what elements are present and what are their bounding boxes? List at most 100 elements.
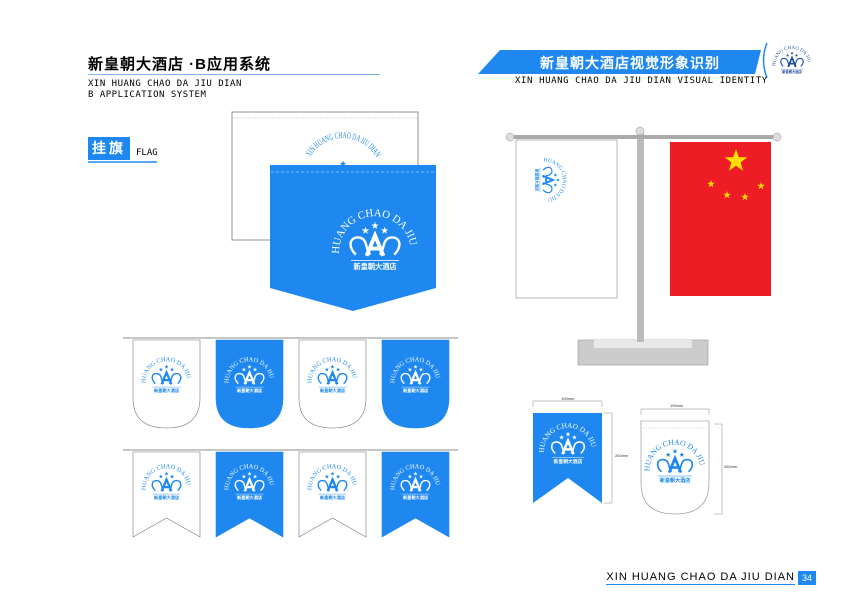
logo-letter-a (326, 476, 339, 492)
logo-name-cn: 新皇朝大酒店 (660, 477, 691, 484)
title-divider (88, 74, 380, 75)
star-icon (665, 452, 671, 458)
logo-name-cn: 新皇朝大酒店 (237, 494, 263, 501)
logo-name-cn: 新皇朝大酒店 (154, 387, 180, 394)
stand-base-top (594, 340, 692, 348)
star-icon (559, 434, 565, 440)
logo-name-cn: 新皇朝大酒店 (554, 458, 583, 465)
dimension-width-b: 190mm (670, 403, 684, 408)
star-icon (672, 448, 678, 454)
banner-subtitle: XIN HUANG CHAO DA JIU DIAN VISUAL IDENTI… (515, 76, 768, 86)
logo-letter-a (542, 174, 556, 186)
rounded-pennant (381, 339, 450, 429)
star-icon (371, 221, 379, 229)
star-icon (252, 367, 258, 372)
pole-finial (505, 132, 515, 142)
page-title: 新皇朝大酒店 ·B应用系统 (88, 56, 271, 73)
stand-pole (637, 132, 644, 342)
page-number: 34 (798, 571, 816, 585)
dimension-height-b: 260mm (724, 464, 738, 469)
logo-letter-a (243, 369, 256, 385)
logo-letter-a (409, 476, 422, 492)
logo-letter-a (787, 55, 797, 68)
national-flag (670, 142, 771, 296)
star-icon (741, 193, 749, 201)
dimension-line (532, 400, 603, 407)
logo-letter-a (667, 454, 683, 474)
logo-letter-a (561, 437, 575, 455)
star-icon (247, 364, 252, 369)
rounded-pennant (215, 339, 284, 429)
logo-letter-a (364, 230, 386, 257)
logo-name-cn: 新皇朝大酒店 (403, 494, 429, 501)
logo-letter-a (243, 476, 256, 492)
star-icon (794, 53, 799, 57)
star-icon (413, 364, 418, 369)
star-icon (324, 474, 330, 479)
dimension-height-a: 260mm (615, 453, 629, 458)
star-icon (330, 471, 335, 476)
star-icon (553, 173, 558, 177)
stand-crossbar (508, 135, 780, 139)
logo-letter-a (160, 369, 173, 385)
star-icon (330, 364, 335, 369)
star-icon (241, 474, 247, 479)
logo-name-cn: 新皇朝大酒店 (320, 494, 346, 501)
spec-pennant-notched (533, 413, 602, 503)
subtitle-line2: B APPLICATION SYSTEM (88, 90, 207, 100)
section-title-en: FLAG (136, 148, 158, 158)
star-icon (158, 367, 164, 372)
star-icon (679, 452, 685, 458)
star-icon (556, 178, 560, 182)
star-icon (785, 53, 790, 57)
banner-title: 新皇朝大酒店视觉形象识别 (540, 55, 720, 71)
star-icon (252, 474, 258, 479)
footer: XIN HUANG CHAO DA JIU DIAN 34 (606, 571, 816, 585)
star-icon (169, 367, 175, 372)
section-title-cn: 挂旗 (88, 137, 130, 160)
notched-pennant (298, 451, 367, 538)
rounded-pennant (132, 339, 201, 429)
star-icon (407, 474, 413, 479)
notched-pennant (215, 451, 284, 538)
star-icon (247, 471, 252, 476)
logo-name-cn: 新皇朝大酒店 (353, 262, 396, 271)
pole-finial (772, 132, 782, 142)
notched-pennant (381, 451, 450, 538)
star-icon (335, 474, 341, 479)
notched-pennant (132, 451, 201, 538)
star-icon (757, 182, 765, 190)
dimension-line (640, 408, 710, 415)
hotel-table-flag (515, 139, 618, 299)
logo-name-cn: 新皇朝大酒店 (237, 387, 263, 394)
star-icon (339, 160, 347, 167)
star-icon (565, 431, 571, 437)
logo-name-cn: 新皇朝大酒店 (154, 494, 180, 501)
star-icon (407, 367, 413, 372)
pole-finial (635, 126, 645, 136)
star-icon (241, 367, 247, 372)
logo-name-cn: 新皇朝大酒店 (403, 387, 429, 394)
star-icon (790, 51, 794, 55)
rounded-pennant (298, 339, 367, 429)
star-icon (324, 367, 330, 372)
subtitle-line1: XIN HUANG CHAO DA JIU DIAN (88, 79, 242, 89)
star-icon (418, 367, 424, 372)
star-icon (724, 149, 748, 171)
star-icon (571, 434, 577, 440)
section-underline (88, 161, 157, 163)
star-icon (553, 183, 558, 187)
logo-name-cn: 新皇朝大酒店 (782, 69, 802, 74)
star-icon (723, 191, 731, 199)
banner-bracket (762, 42, 768, 79)
star-icon (164, 471, 169, 476)
logo-letter-a (326, 369, 339, 385)
star-icon (380, 226, 389, 234)
logo-letter-a (160, 476, 173, 492)
star-icon (169, 474, 175, 479)
star-icon (361, 226, 370, 234)
star-icon (707, 180, 715, 188)
star-icon (413, 471, 418, 476)
